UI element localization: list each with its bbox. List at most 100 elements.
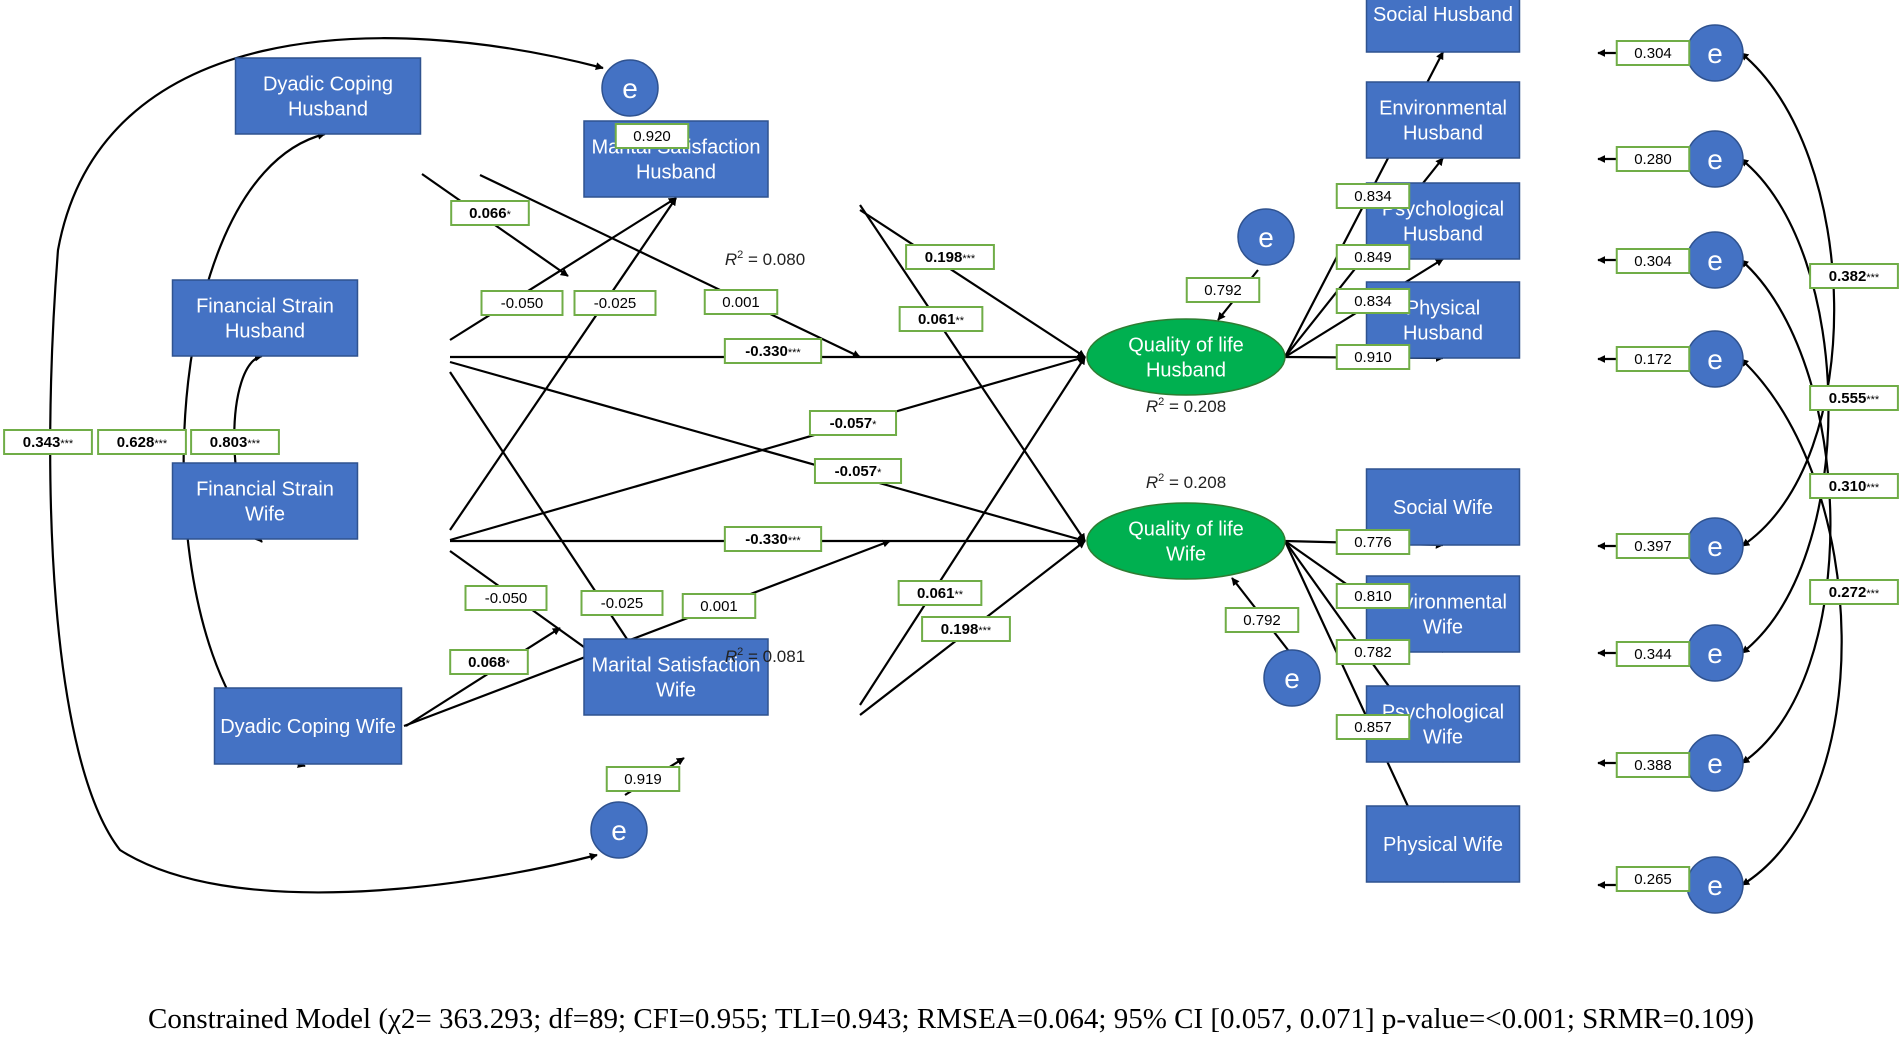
- r-squared-msw: R2 = 0.081: [725, 646, 805, 666]
- node-fsh-box: [171, 279, 359, 357]
- node-sh-label: Social Husband: [1373, 4, 1513, 26]
- node-dch-label: Dyadic Coping: [263, 74, 393, 96]
- node-eh-label: Environmental: [1379, 98, 1507, 120]
- node-dch-label: Husband: [288, 99, 368, 121]
- coefficient-value: -0.050: [501, 295, 544, 312]
- path-fsw-qolh: [449, 355, 1086, 542]
- coefficient-dch_qolh: 0.001: [703, 289, 779, 315]
- path-msw-qolh: [859, 356, 1086, 706]
- coefficient-box: [1335, 583, 1411, 609]
- node-phw: Physical Wife: [1365, 805, 1521, 883]
- error-symbol: e: [1707, 638, 1723, 669]
- error-symbol: e: [1707, 748, 1723, 779]
- node-phh-label: Physical: [1406, 298, 1480, 320]
- coefficient-value: 0.061**: [918, 311, 965, 328]
- coefficient-value: 0.782: [1354, 644, 1392, 661]
- coefficient-value: 0.834: [1354, 188, 1392, 205]
- coefficient-box: [1615, 346, 1691, 372]
- node-fsw-label: Financial Strain: [196, 479, 334, 501]
- error-symbol: e: [1707, 870, 1723, 901]
- coefficient-dcw_msw: 0.068*: [449, 649, 529, 675]
- coefficient-box: [897, 580, 983, 606]
- error-term-sw: e: [1686, 517, 1744, 575]
- coefficient-msw_qolh: 0.061**: [897, 580, 983, 606]
- coefficient-box: [449, 649, 529, 675]
- path-fsh-msh: [449, 197, 677, 341]
- coefficient-value: 0.857: [1354, 719, 1392, 736]
- coefficient-box: [464, 585, 548, 611]
- coefficient-qolh_phh: 0.910: [1335, 344, 1411, 370]
- coefficient-value: 0.920: [633, 128, 671, 145]
- coefficient-box: [1809, 579, 1899, 605]
- coefficient-fsh_qolh: -0.330***: [723, 338, 823, 364]
- coefficient-value: 0.280: [1634, 151, 1672, 168]
- coefficient-qolh_ph: 0.834: [1335, 288, 1411, 314]
- coefficient-value: 0.304: [1634, 45, 1672, 62]
- coefficient-value: -0.025: [601, 595, 644, 612]
- error-term-pw: e: [1686, 734, 1744, 792]
- coefficient-value: 0.776: [1354, 534, 1392, 551]
- coefficient-box: [97, 429, 187, 455]
- error-term-ew: e: [1686, 624, 1744, 682]
- node-msw-label: Wife: [656, 680, 696, 702]
- coefficient-box: [580, 590, 664, 616]
- model-fit-caption: Constrained Model (χ2= 363.293; df=89; C…: [147, 1003, 1755, 1035]
- error-term-qolh: e: [1237, 208, 1295, 266]
- error-term-qolw: e: [1263, 649, 1321, 707]
- coefficient-value: -0.025: [594, 295, 637, 312]
- coefficient-value: 0.304: [1634, 253, 1672, 270]
- node-fsw-box: [171, 462, 359, 540]
- node-fsw-label: Wife: [245, 504, 285, 526]
- coefficient-dcw_qolw: 0.001: [681, 593, 757, 619]
- error-term-phh: e: [1686, 330, 1744, 388]
- coefficient-box: [813, 458, 903, 484]
- coefficient-box: [190, 429, 280, 455]
- path-fsw-msh: [449, 197, 677, 531]
- node-fsh-label: Husband: [225, 321, 305, 343]
- error-circle: [601, 59, 659, 117]
- node-dcw: Dyadic Coping Wife: [213, 687, 403, 765]
- coefficient-box: [1809, 263, 1899, 289]
- coefficient-value: 0.310***: [1829, 478, 1880, 495]
- node-ph-label: Psychological: [1382, 199, 1504, 221]
- coefficient-value: -0.050: [485, 590, 528, 607]
- coefficient-value: 0.628***: [117, 434, 168, 451]
- coefficient-qolw_ew: 0.810: [1335, 583, 1411, 609]
- coefficient-value: 0.068*: [468, 654, 511, 671]
- coefficient-value: 0.265: [1634, 871, 1672, 888]
- covariance-curve-ph-pw: [1740, 259, 1832, 764]
- node-ew-label: Wife: [1423, 617, 1463, 639]
- coefficient-e_sh: 0.304: [1615, 40, 1691, 66]
- coefficient-box: [450, 200, 530, 226]
- coefficient-fsw_msh: -0.050: [480, 290, 564, 316]
- coefficient-value: 0.198***: [925, 249, 976, 266]
- coefficient-box: [1615, 866, 1691, 892]
- coefficient-e_eh: 0.280: [1615, 146, 1691, 172]
- coefficient-box: [573, 290, 657, 316]
- coefficient-cov_a: 0.343***: [3, 429, 93, 455]
- coefficient-box: [1809, 473, 1899, 499]
- node-qolw-ellipse: [1086, 502, 1286, 580]
- error-term-ph: e: [1686, 231, 1744, 289]
- coefficient-qolh_eh: 0.849: [1335, 244, 1411, 270]
- coefficient-box: [1615, 146, 1691, 172]
- r-squared-qolw: R2 = 0.208: [1146, 472, 1226, 492]
- error-circle: [1237, 208, 1295, 266]
- path-msh-qolw: [859, 204, 1086, 542]
- coefficient-box: [808, 410, 898, 436]
- coefficient-value: -0.330***: [745, 343, 801, 360]
- coefficient-msh_qolh: 0.198***: [905, 244, 995, 270]
- coefficient-box: [1335, 639, 1411, 665]
- node-phh-label: Husband: [1403, 323, 1483, 345]
- error-symbol: e: [622, 73, 638, 104]
- coefficient-msw_qolw: 0.198***: [921, 616, 1011, 642]
- coefficient-fsh_qolw: -0.057*: [813, 458, 903, 484]
- path-dcw-msw: [405, 627, 561, 727]
- coefficient-box: [1224, 607, 1300, 633]
- coefficient-value: 0.382***: [1829, 268, 1880, 285]
